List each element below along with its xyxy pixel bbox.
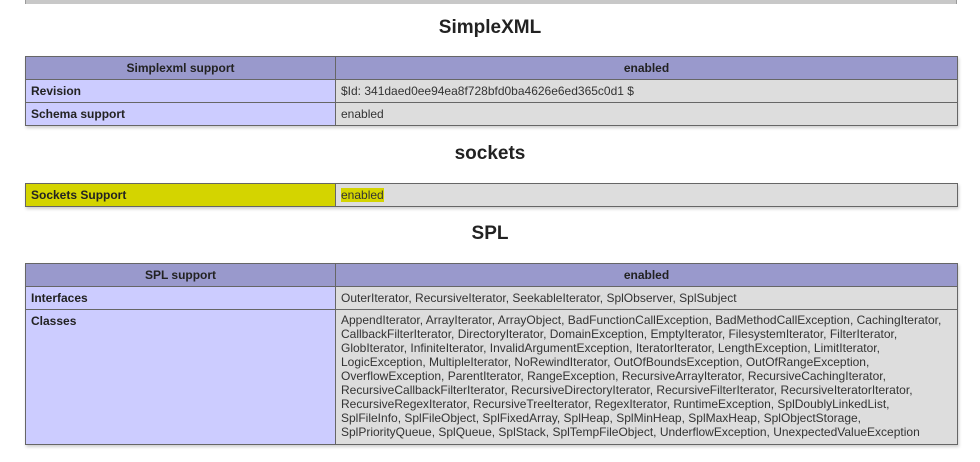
table-row: Classes AppendIterator, ArrayIterator, A… xyxy=(25,309,958,445)
highlighted-value: enabled xyxy=(341,188,384,202)
row-key: Revision xyxy=(25,79,336,103)
row-value: OuterIterator, RecursiveIterator, Seekab… xyxy=(335,286,958,310)
sockets-table: Sockets Support enabled xyxy=(25,183,958,207)
row-value: $Id: 341daed0ee94ea8f728bfd0ba4626e6ed36… xyxy=(335,79,958,103)
section-title-spl: SPL xyxy=(471,223,509,244)
row-key: Interfaces xyxy=(25,286,336,310)
row-value: AppendIterator, ArrayIterator, ArrayObje… xyxy=(335,309,958,445)
section-title-simplexml: SimpleXML xyxy=(438,17,542,38)
row-key-highlighted: Sockets Support xyxy=(25,183,336,207)
row-key: Classes xyxy=(25,309,336,445)
header-cell: enabled xyxy=(335,263,958,287)
table-row: Sockets Support enabled xyxy=(25,183,958,207)
table-header-row: Simplexml support enabled xyxy=(25,56,958,80)
simplexml-table: Simplexml support enabled Revision $Id: … xyxy=(25,56,958,126)
row-key: Schema support xyxy=(25,102,336,126)
table-row: Schema support enabled xyxy=(25,102,958,126)
header-cell: SPL support xyxy=(25,263,336,287)
section-title-sockets: sockets xyxy=(454,143,526,164)
table-row: Interfaces OuterIterator, RecursiveItera… xyxy=(25,286,958,310)
row-value: enabled xyxy=(335,102,958,126)
spl-table: SPL support enabled Interfaces OuterIter… xyxy=(25,263,958,445)
row-value: enabled xyxy=(335,183,958,207)
header-cell: enabled xyxy=(335,56,958,80)
header-cell: Simplexml support xyxy=(25,56,336,80)
table-row: Revision $Id: 341daed0ee94ea8f728bfd0ba4… xyxy=(25,79,958,103)
previous-table-edge xyxy=(25,0,957,4)
table-header-row: SPL support enabled xyxy=(25,263,958,287)
